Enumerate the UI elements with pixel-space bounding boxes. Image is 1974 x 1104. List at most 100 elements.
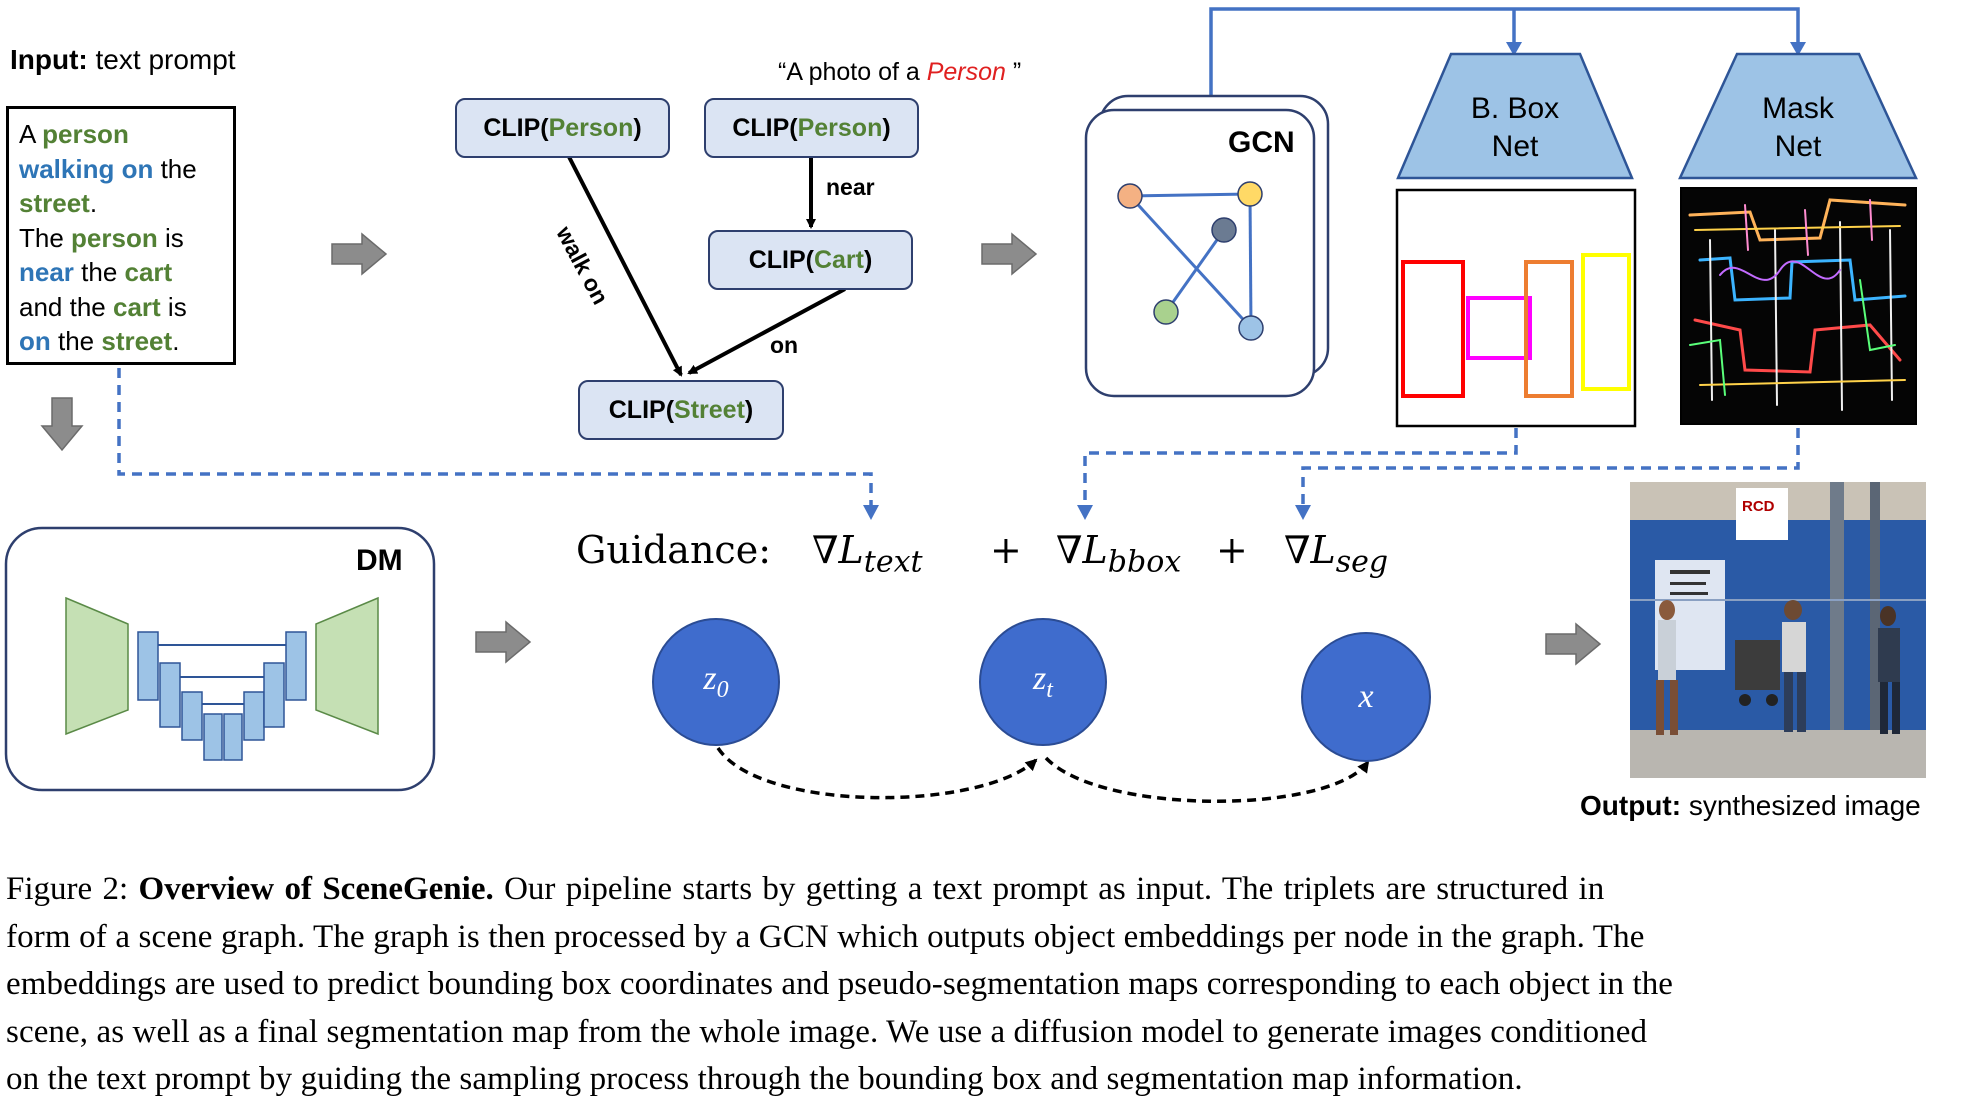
arrowhead-bbox-net — [1506, 42, 1522, 56]
node-zt: zt — [979, 618, 1107, 746]
node-x-label: x — [1358, 678, 1374, 715]
edge-label-near: near — [826, 174, 875, 200]
plus-1: + — [990, 528, 1022, 572]
bbox-net-shape — [1396, 52, 1634, 180]
prompt-segment: person — [71, 222, 158, 253]
prompt-segment: is — [157, 222, 184, 253]
gcn-graph — [1128, 192, 1253, 330]
nabla-symbol: ∇ — [812, 528, 839, 572]
bbox-red — [1401, 260, 1465, 398]
clip-prefix: CLIP( — [608, 395, 675, 424]
arrow-to-output — [1545, 622, 1602, 666]
dashed-connector-seg — [1301, 428, 1800, 508]
clip-node-person-left: CLIP(Person) — [455, 98, 670, 158]
photo-caption-person: Person — [926, 58, 1006, 86]
clip-prefix: CLIP( — [748, 245, 814, 274]
prompt-segment: street — [101, 326, 173, 356]
guidance-label: Guidance: — [576, 528, 772, 572]
arrowhead-text-loss — [863, 505, 879, 520]
photo-caption-pre: “A photo of a — [778, 58, 927, 86]
prompt-segment: walking on — [19, 153, 154, 184]
nabla-symbol: ∇ — [1056, 528, 1083, 572]
loss-bbox: ∇Lbbox — [1056, 528, 1182, 580]
input-label-rest: text prompt — [87, 44, 236, 75]
caption-title: Overview of SceneGenie. — [138, 871, 494, 907]
arrowhead-bbox-loss — [1077, 505, 1093, 520]
caption-line-5: on the text prompt by guiding the sampli… — [6, 1061, 1523, 1097]
prompt-line: on the street. — [19, 324, 223, 359]
bbox-net-label-line1: B. Box — [1470, 92, 1560, 125]
clip-prefix: CLIP( — [732, 113, 798, 142]
bbox-net-label-line2: Net — [1491, 130, 1539, 163]
diagram-canvas — [4, 7, 1926, 803]
clip-entity: Street — [674, 395, 745, 424]
dm-unet — [65, 596, 379, 761]
gcn-node-yellow — [1237, 181, 1263, 207]
prompt-line: near the cart — [19, 255, 223, 290]
prompt-segment: street — [19, 188, 90, 218]
mask-output-image — [1680, 187, 1917, 425]
prompt-segment: and the — [19, 291, 113, 322]
prompt-segment: the — [50, 326, 102, 356]
arrowhead-seg-loss — [1295, 505, 1311, 520]
output-image-sign: RCD — [1742, 498, 1775, 515]
edge-walk-on — [564, 150, 683, 377]
prompt-segment: person — [42, 119, 129, 149]
clip-node-street: CLIP(Street) — [578, 380, 784, 440]
gcn-label: GCN — [1228, 126, 1295, 159]
clip-prefix: CLIP( — [483, 113, 549, 142]
nabla-symbol: ∇ — [1284, 528, 1311, 572]
output-label-bold: Output: — [1580, 790, 1682, 821]
prompt-line: A person — [19, 117, 223, 152]
loss-bbox-subscript: bbox — [1107, 544, 1182, 580]
node-z0-label: z0 — [703, 660, 729, 703]
prompt-segment: cart — [124, 257, 173, 287]
gcn-to-nets-connector — [1209, 7, 1800, 96]
prompt-line: and the cart is — [19, 290, 223, 325]
loss-text: ∇Ltext — [812, 528, 923, 580]
caption-line-1: Figure 2: Overview of SceneGenie. Our pi… — [6, 866, 1968, 914]
prompt-segment: is — [160, 291, 187, 322]
clip-suffix: ) — [882, 113, 891, 142]
bbox-output-frame — [1395, 188, 1637, 428]
dashed-connector-text — [117, 368, 873, 508]
curve-zt-x — [1044, 756, 1370, 803]
arrow-prompt-to-dm — [40, 397, 84, 452]
prompt-segment: A — [19, 119, 43, 149]
caption-prefix: Figure 2: — [6, 871, 139, 907]
output-synthesized-image — [1630, 482, 1926, 778]
edge-on — [687, 287, 846, 375]
mask-net-label: Mask Net — [1713, 90, 1883, 166]
clip-entity: Person — [548, 113, 634, 142]
prompt-segment: cart — [112, 291, 161, 322]
photo-caption-post: ” — [1005, 58, 1022, 86]
caption-line-3: embeddings are used to predict bounding … — [6, 966, 1674, 1002]
dm-box — [4, 526, 436, 792]
mask-net-label-line2: Net — [1774, 130, 1822, 163]
arrowhead-mask-net — [1790, 42, 1806, 56]
input-label: Input: text prompt — [10, 44, 236, 76]
node-z0: z0 — [652, 618, 780, 746]
edge-label-on: on — [770, 332, 799, 358]
photo-caption: “A photo of a Person ” — [778, 58, 1021, 87]
output-label: Output: synthesized image — [1580, 790, 1921, 822]
caption-line-2: form of a scene graph. The graph is then… — [6, 918, 1645, 955]
caption-line1-rest: Our pipeline starts by getting a text pr… — [493, 871, 1605, 907]
node-zt-label: zt — [1033, 660, 1053, 703]
prompt-segment: near — [19, 257, 74, 287]
prompt-line: walking on the — [19, 152, 223, 187]
clip-node-cart: CLIP(Cart) — [708, 230, 913, 290]
arrow-prompt-to-graph — [331, 232, 388, 276]
clip-entity: Cart — [813, 245, 864, 274]
loss-seg-subscript: seg — [1335, 544, 1389, 580]
node-x: x — [1301, 632, 1431, 762]
gcn-node-green — [1153, 299, 1179, 325]
plus-2: + — [1216, 528, 1248, 572]
mask-net-label-line1: Mask — [1762, 92, 1834, 125]
output-label-rest: synthesized image — [1681, 790, 1921, 821]
prompt-line: The person is — [19, 221, 223, 256]
loss-seg: ∇Lseg — [1284, 528, 1389, 580]
prompt-segment: the — [153, 153, 197, 184]
prompt-segment: . — [172, 326, 180, 356]
